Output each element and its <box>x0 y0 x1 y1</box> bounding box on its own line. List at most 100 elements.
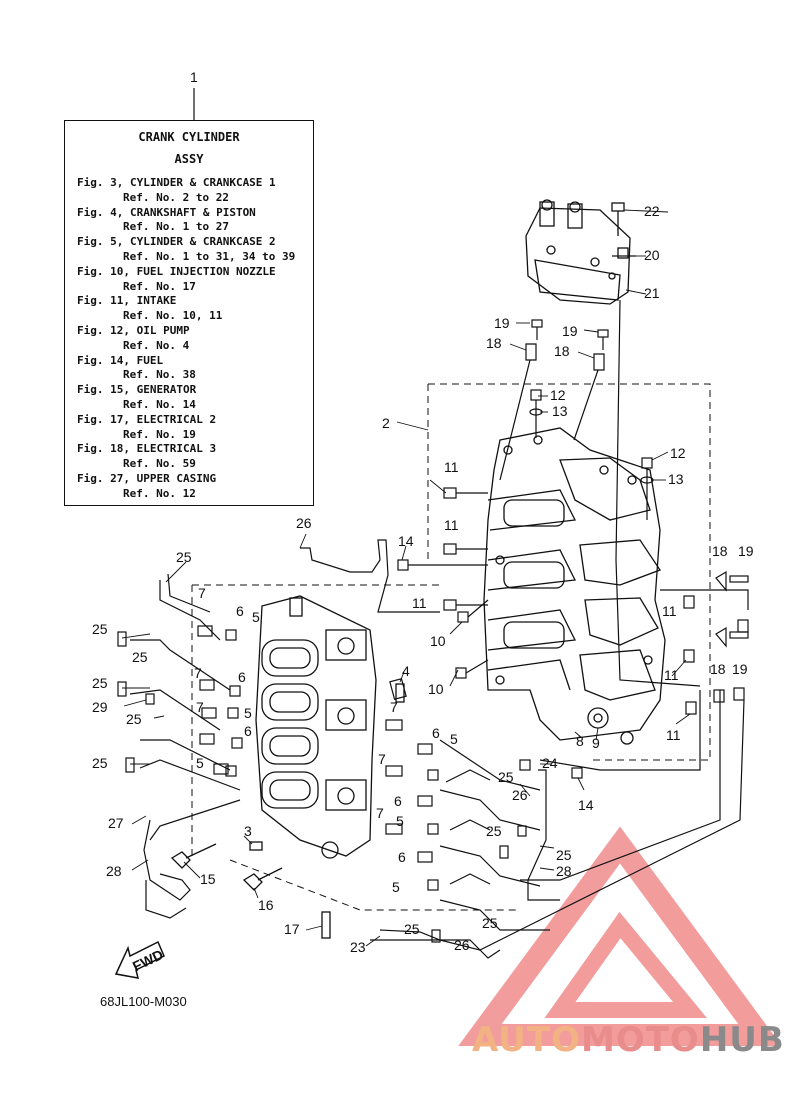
legend-ref: Ref. No. 2 to 22 <box>123 190 229 204</box>
callout-24: 24 <box>542 755 558 771</box>
callout-17: 17 <box>284 921 300 937</box>
legend-figure: Fig. 17, ELECTRICAL 2 <box>77 412 217 426</box>
callout-19a: 19 <box>494 315 510 331</box>
fittings-middle <box>385 678 583 943</box>
bolt-16 <box>242 867 283 891</box>
callout-14b: 14 <box>578 797 594 813</box>
callout-25c: 25 <box>132 649 148 665</box>
callout-26c: 26 <box>454 937 470 953</box>
callout-25h: 25 <box>486 823 502 839</box>
callout-7e: 7 <box>378 751 386 767</box>
legend-ref: Ref. No. 38 <box>123 368 196 382</box>
callout-5c: 5 <box>196 755 204 771</box>
legend-ref: Ref. No. 1 to 27 <box>123 220 229 234</box>
stud-17 <box>321 911 331 939</box>
callout-11e: 11 <box>664 667 679 683</box>
callout-9: 9 <box>592 735 600 751</box>
callout-25f: 25 <box>92 755 108 771</box>
small-bolts-19 <box>531 319 609 350</box>
callout-4: 4 <box>402 663 410 679</box>
callout-7d: 7 <box>390 699 398 715</box>
callout-11b: 11 <box>444 517 459 533</box>
legend-ref: Ref. No. 10, 11 <box>123 309 223 323</box>
callout-5d: 5 <box>450 731 458 747</box>
callout-25k: 25 <box>404 921 420 937</box>
callout-28a: 28 <box>106 863 122 879</box>
callout-6a: 6 <box>236 603 244 619</box>
legend-ref: Ref. No. 14 <box>123 397 196 411</box>
callout-11d: 11 <box>662 603 677 619</box>
callout-25b: 25 <box>92 621 108 637</box>
callout-25g: 25 <box>498 769 514 785</box>
callout-6b: 6 <box>238 669 246 685</box>
legend-figure: Fig. 12, OIL PUMP <box>77 323 190 337</box>
callout-18d: 18 <box>710 661 726 677</box>
callout-18b: 18 <box>554 343 570 359</box>
callout-2: 2 <box>382 415 390 431</box>
legend-ref: Ref. No. 4 <box>123 338 190 352</box>
bolt-20 <box>612 247 636 259</box>
watermark-part-3: HUB <box>699 1020 785 1060</box>
callout-8: 8 <box>576 733 584 749</box>
callout-12b: 12 <box>670 445 686 461</box>
callout-7a: 7 <box>198 585 206 601</box>
callout-labels: 1 2 3 4 5 5 5 5 5 5 6 6 6 6 6 6 7 7 7 7 … <box>92 69 754 955</box>
legend-ref: Ref. No. 59 <box>123 457 196 471</box>
callout-7b: 7 <box>194 665 202 681</box>
callout-20: 20 <box>644 247 660 263</box>
hoses <box>129 539 749 959</box>
fittings-right <box>683 570 749 715</box>
callout-3: 3 <box>244 823 252 839</box>
callout-10b: 10 <box>428 681 444 697</box>
legend-title: CRANK CYLINDER <box>138 130 240 144</box>
callout-6f: 6 <box>398 849 406 865</box>
legend-ref: Ref. No. 12 <box>123 486 196 500</box>
callout-26b: 26 <box>512 787 528 803</box>
callout-29: 29 <box>92 699 108 715</box>
watermark-logo-icon <box>458 826 782 1046</box>
callout-25i: 25 <box>556 847 572 863</box>
bolt-15 <box>170 843 217 869</box>
callout-19d: 19 <box>732 661 748 677</box>
callout-26a: 26 <box>296 515 312 531</box>
legend-figure: Fig. 4, CRANKSHAFT & PISTON <box>77 205 256 219</box>
legend-figure: Fig. 27, UPPER CASING <box>77 471 217 485</box>
callout-25a: 25 <box>176 549 192 565</box>
legend-ref: Ref. No. 19 <box>123 427 196 441</box>
fwd-label: FWD <box>130 946 166 974</box>
callout-7f: 7 <box>376 805 384 821</box>
crankcase-block <box>483 427 666 745</box>
bolt-22 <box>611 202 625 236</box>
legend-figure: Fig. 18, ELECTRICAL 3 <box>77 442 217 456</box>
callout-18a: 18 <box>486 335 502 351</box>
callout-28b: 28 <box>556 863 572 879</box>
brackets-18 <box>499 299 621 561</box>
legend-figure: Fig. 5, CYLINDER & CRANKCASE 2 <box>77 235 276 249</box>
callout-18c: 18 <box>712 543 728 559</box>
callout-7c: 7 <box>196 699 204 715</box>
callout-25d: 25 <box>92 675 108 691</box>
watermark-part-1: AUTO <box>472 1020 581 1060</box>
callout-14a: 14 <box>398 533 414 549</box>
legend-ref: Ref. No. 1 to 31, 34 to 39 <box>123 249 296 263</box>
callout-12a: 12 <box>550 387 566 403</box>
leader-lines <box>121 209 691 947</box>
callout-13b: 13 <box>668 471 684 487</box>
callout-15: 15 <box>200 871 216 887</box>
callout-16: 16 <box>258 897 274 913</box>
callout-25j: 25 <box>482 915 498 931</box>
callout-5a: 5 <box>252 609 260 625</box>
legend-figure: Fig. 15, GENERATOR <box>77 383 197 397</box>
callout-19c: 19 <box>738 543 754 559</box>
callout-5e: 5 <box>396 813 404 829</box>
callout-5f: 5 <box>392 879 400 895</box>
